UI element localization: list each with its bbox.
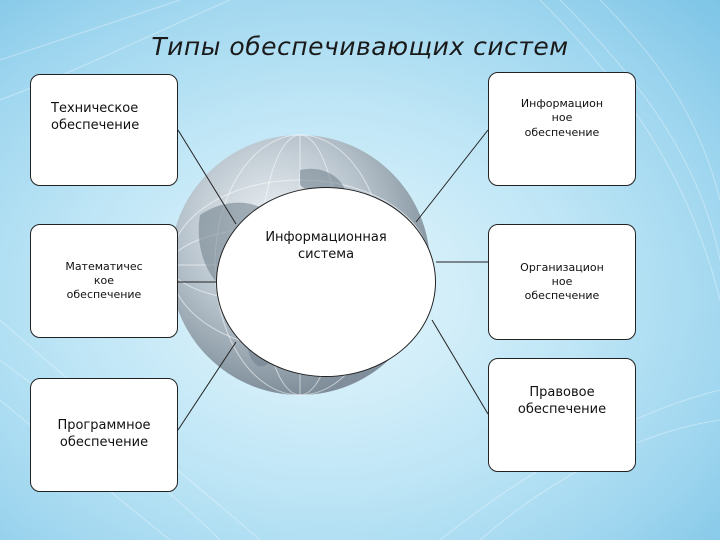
center-node-information-system: Информационная система [216, 187, 436, 377]
box-informational-support: Информацион ное обеспечение [488, 72, 636, 186]
box-technical-support: Техническое обеспечение [30, 74, 178, 186]
center-node-label: Информационная система [265, 230, 387, 262]
box-software-label: Программное обеспечение [57, 418, 151, 450]
box-legal-label: Правовое обеспечение [517, 385, 607, 417]
box-informational-label: Информацион ное обеспечение [520, 97, 604, 139]
box-organizational-support: Организацион ное обеспечение [488, 224, 636, 340]
box-software-support: Программное обеспечение [30, 378, 178, 492]
box-technical-label: Техническое обеспечение [51, 101, 140, 133]
box-mathematical-support: Математичес кое обеспечение [30, 224, 178, 338]
page-title: Типы обеспечивающих систем [151, 32, 569, 61]
box-mathematical-label: Математичес кое обеспечение [65, 259, 143, 302]
box-organizational-label: Организацион ное обеспечение [520, 260, 604, 303]
box-legal-support: Правовое обеспечение [488, 358, 636, 472]
